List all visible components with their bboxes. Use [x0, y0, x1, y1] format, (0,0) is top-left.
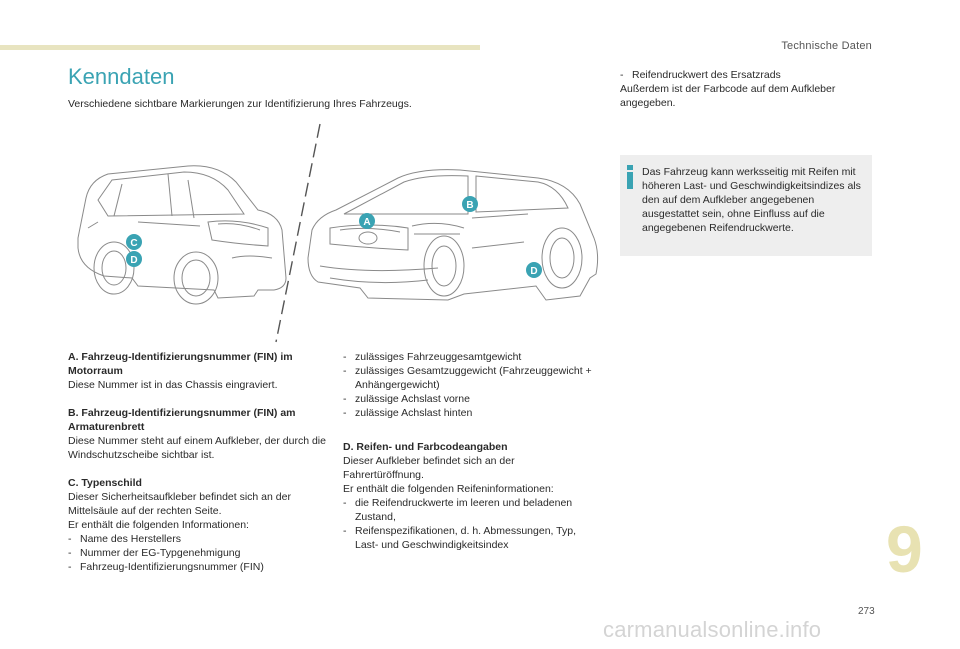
section-d-body: Dieser Aufkleber befindet sich an der Fa… — [343, 455, 515, 481]
vehicle-identification-figure: A B C D D — [68, 118, 608, 348]
marker-d-rear: D — [126, 251, 142, 267]
list-item: -Fahrzeug-Identifizierungsnummer (FIN) — [68, 561, 264, 573]
list-item: -zulässige Achslast hinten — [343, 407, 473, 419]
info-note-text: Das Fahrzeug kann werksseitig mit Reifen… — [642, 166, 861, 234]
marker-b: B — [462, 196, 478, 212]
section-c-body: Dieser Sicherheitsaufkleber befindet sic… — [68, 491, 291, 517]
section-a-heading: A. Fahrzeug-Identifizierungsnummer (FIN)… — [68, 351, 293, 377]
header-accent-bar — [0, 45, 480, 50]
list-item: -zulässige Achslast vorne — [343, 393, 470, 405]
section-b: B. Fahrzeug-Identifizierungsnummer (FIN)… — [68, 406, 330, 462]
section-b-body: Diese Nummer steht auf einem Aufkleber, … — [68, 435, 326, 461]
marker-a: A — [359, 213, 375, 229]
section-b-heading: B. Fahrzeug-Identifizierungsnummer (FIN)… — [68, 407, 296, 433]
car-front-view — [307, 169, 599, 301]
marker-d-front-label: D — [530, 266, 537, 277]
section-title: Technische Daten — [781, 40, 872, 52]
chapter-number: 9 — [886, 512, 923, 586]
section-a: A. Fahrzeug-Identifizierungsnummer (FIN)… — [68, 350, 330, 392]
color-code-text: Außerdem ist der Farbcode auf dem Aufkle… — [620, 83, 836, 109]
page-number: 273 — [858, 606, 875, 617]
page-subtitle: Verschiedene sichtbare Markierungen zur … — [68, 98, 412, 110]
section-d-intro: Er enthält die folgenden Reifeninformati… — [343, 483, 554, 495]
section-a-body: Diese Nummer ist in das Chassis eingravi… — [68, 379, 278, 391]
info-note: Das Fahrzeug kann werksseitig mit Reifen… — [620, 155, 872, 256]
list-item: -Reifenspezifikationen, d. h. Abmessunge… — [343, 525, 577, 551]
marker-b-label: B — [466, 200, 473, 211]
watermark: carmanualsonline.info — [603, 617, 822, 642]
section-c-intro: Er enthält die folgenden Informationen: — [68, 519, 249, 531]
column-left: A. Fahrzeug-Identifizierungsnummer (FIN)… — [68, 350, 330, 588]
page-title: Kenndaten — [68, 64, 175, 89]
section-c-heading: C. Typenschild — [68, 477, 142, 489]
marker-d-front: D — [526, 262, 542, 278]
section-c: C. Typenschild Dieser Sicherheitsaufkleb… — [68, 476, 330, 574]
section-d: D. Reifen- und Farbcodeangaben Dieser Au… — [343, 440, 593, 552]
column-right: -Reifendruckwert des Ersatzrads Außerdem… — [620, 68, 872, 110]
list-item: -Name des Herstellers — [68, 533, 181, 545]
marker-a-label: A — [363, 217, 370, 228]
list-item: -Reifendruckwert des Ersatzrads — [620, 69, 781, 81]
marker-c-label: C — [130, 238, 137, 249]
marker-d-rear-label: D — [130, 255, 137, 266]
section-d-heading: D. Reifen- und Farbcodeangaben — [343, 441, 508, 453]
list-item: -die Reifendruckwerte im leeren und bela… — [343, 497, 573, 523]
vehicle-illustration: A B C D D — [77, 123, 599, 343]
list-item: -zulässiges Gesamtzuggewicht (Fahrzeugge… — [343, 365, 592, 391]
weights-list: -zulässiges Fahrzeuggesamtgewicht -zuläs… — [343, 350, 593, 420]
marker-c: C — [126, 234, 142, 250]
list-item: -Nummer der EG-Typgenehmigung — [68, 547, 241, 559]
list-item: -zulässiges Fahrzeuggesamtgewicht — [343, 351, 522, 363]
figure-divider — [275, 123, 321, 343]
info-icon — [624, 165, 636, 189]
car-rear-view — [77, 165, 287, 305]
column-middle: -zulässiges Fahrzeuggesamtgewicht -zuläs… — [343, 350, 593, 566]
